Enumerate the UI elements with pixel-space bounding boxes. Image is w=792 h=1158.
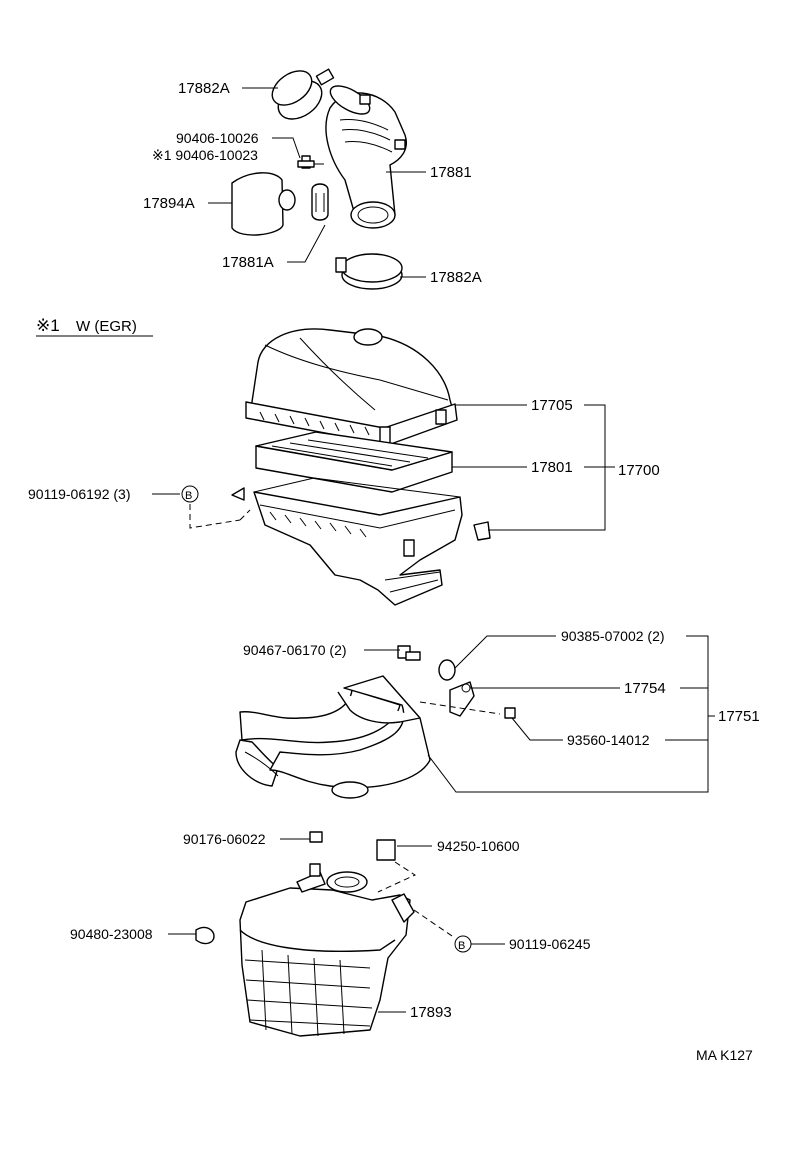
label-screw: 93560-14012 [567, 732, 650, 748]
label-bolt-intake: 90467-06170 (2) [243, 642, 347, 658]
clamp-bottom-part [335, 253, 403, 290]
label-bolt-alt: ※1 90406-10023 [152, 147, 258, 163]
intake-small-parts [397, 645, 516, 719]
label-clamp-top: 17882A [178, 80, 230, 97]
hose-part [325, 85, 407, 229]
clamp-top-part [271, 68, 335, 120]
bolt-part [297, 155, 324, 169]
intake-leaders [364, 635, 715, 793]
cleaner-leaders [152, 404, 615, 531]
label-intake-assy: 17751 [718, 708, 760, 725]
label-clip-b: 90119-06192 (3) [28, 486, 130, 502]
label-bolt-std: 90406-10026 [176, 130, 259, 146]
label-cleaner-assy: 17700 [618, 462, 660, 479]
top-leaders [208, 87, 426, 278]
intake-pipe-part [235, 675, 431, 799]
label-element: 17801 [531, 459, 573, 476]
label-cleaner-cap: 17705 [531, 397, 573, 414]
variant-note-text: W (EGR) [76, 318, 137, 335]
callout-b-2 [454, 935, 472, 953]
resonator-leaders [168, 838, 505, 1013]
label-plug: 90480-23008 [70, 926, 153, 942]
callout-b-1 [181, 485, 199, 503]
label-clamp-bottom: 17882A [430, 269, 482, 286]
footer-code: MA K127 [696, 1047, 753, 1063]
label-nut-top: 90176-06022 [183, 831, 266, 847]
label-hose: 17881 [430, 164, 472, 181]
callout-b-2-letter: B [458, 940, 465, 952]
label-resonator: 17893 [410, 1004, 452, 1021]
cleaner-case-part [231, 477, 491, 606]
element-part [255, 431, 453, 493]
cap-part [231, 172, 296, 236]
label-clip: 17881A [222, 254, 274, 271]
variant-note-mark: ※1 [36, 316, 60, 335]
label-clip-b2: 90119-06245 [509, 936, 591, 952]
resonator-part [195, 831, 415, 1037]
label-grommet: 90385-07002 (2) [561, 628, 665, 644]
label-bracket: 17754 [624, 680, 666, 697]
label-cap: 17894A [143, 195, 195, 212]
label-clamp-res: 94250-10600 [437, 838, 520, 854]
callout-b-1-letter: B [185, 490, 192, 502]
cleaner-cap-part [245, 328, 458, 446]
clip-part [311, 183, 329, 221]
